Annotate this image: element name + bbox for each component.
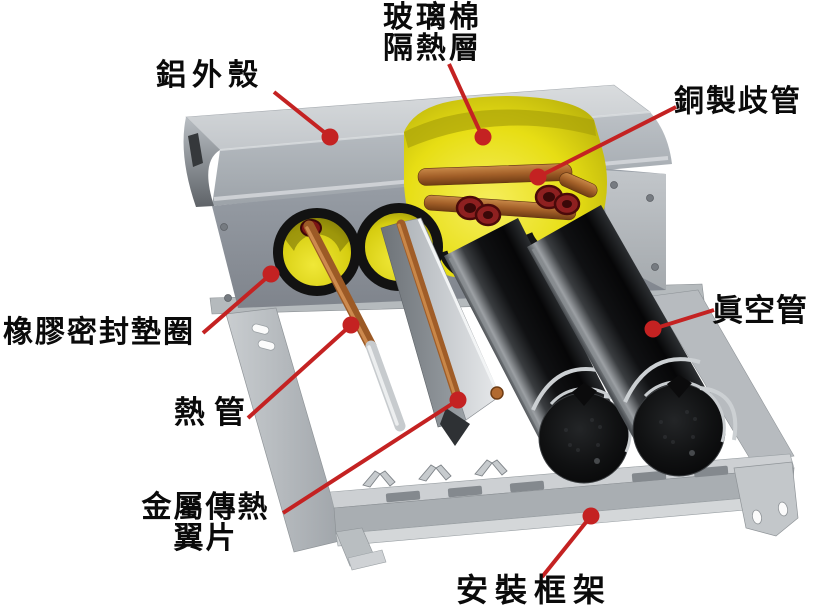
frame-left-rail-slots — [251, 323, 276, 351]
leader-line-aluminum-shell — [272, 90, 331, 138]
frame-bracket-hole — [751, 509, 763, 525]
tube2-clip-loop — [699, 386, 738, 441]
leader-line-vacuum-tube — [652, 308, 715, 331]
label-heat-pipe: 熱管 — [174, 395, 254, 431]
leader-line-metal-fin — [281, 398, 460, 515]
label-mounting-frame: 安裝框架 — [456, 571, 613, 609]
fin-pipe-end — [490, 386, 504, 400]
tube1-gloss — [448, 257, 552, 451]
leader-dot-metal-fin — [449, 391, 467, 409]
leader-line-copper-manifold — [537, 105, 677, 179]
leader-dot-copper-manifold — [529, 168, 547, 186]
label-glass-wool-line2: 隔熱層 — [383, 31, 482, 67]
tube1-cap-texture — [564, 418, 602, 452]
label-copper-manifold: 銅製歧管 — [674, 84, 802, 119]
frame-tube-supports — [362, 459, 508, 488]
heat-pipe-copper — [303, 220, 377, 352]
tube2-cap-nipple — [689, 450, 695, 456]
leader-line-mounting-frame — [540, 514, 593, 579]
label-glass-wool-line1: 玻璃棉 — [383, 0, 482, 35]
fin-copper-pipe — [396, 219, 463, 405]
leader-line-rubber-gasket — [201, 272, 273, 335]
label-metal-fin-line1: 金屬傳熱 — [141, 490, 270, 525]
leader-line-heat-pipe — [246, 323, 353, 420]
leader-dot-vacuum-tube — [644, 320, 662, 338]
heat-pipe-condenser-tip — [365, 340, 406, 432]
tube2-gloss — [531, 248, 647, 445]
housing-left-notch — [188, 133, 203, 167]
manifold-ports — [455, 184, 581, 227]
fin-copper-highlight — [397, 223, 458, 401]
frame-right-bracket — [733, 461, 799, 537]
vacuum-tube-2 — [527, 205, 738, 477]
frame-rail-cutouts — [385, 465, 729, 503]
tube1-end-cap — [538, 392, 630, 484]
tube2-cap-notch — [667, 375, 692, 398]
label-vacuum-tube: 眞空管 — [712, 293, 808, 329]
fin-tip-blade — [440, 408, 470, 446]
label-glass-wool-insulation: 玻璃棉 隔熱層 — [360, 0, 505, 67]
leader-dot-rubber-gasket — [262, 265, 280, 283]
heat-pipe-tip-highlight — [367, 345, 399, 426]
frame-left-foot-plate — [347, 549, 387, 571]
tube2-clip-wire — [623, 357, 701, 403]
label-metal-fin-line2: 翼片 — [173, 521, 238, 557]
tube2-cap-texture — [659, 410, 697, 444]
leader-line-glass-wool — [447, 63, 484, 137]
tube1-cap-nipple — [594, 458, 600, 464]
fin-bright-edge — [417, 218, 500, 395]
tube1-cap-notch — [572, 383, 597, 406]
leader-lines — [201, 63, 715, 579]
insulation-dome-rim — [404, 109, 596, 148]
label-rubber-gasket: 橡膠密封墊圈 — [3, 315, 195, 350]
label-aluminum-shell: 鋁外殼 — [156, 58, 264, 93]
leader-dot-glass-wool — [474, 128, 492, 146]
frame-bracket-hole — [777, 501, 789, 517]
manifold-elbow — [559, 172, 598, 198]
metal-fin-illustration — [380, 217, 504, 446]
leader-dot-mounting-frame — [582, 507, 600, 525]
label-metal-fin: 金屬傳熱 翼片 — [128, 490, 283, 557]
leader-dot-aluminum-shell — [321, 128, 339, 146]
leader-dot-heat-pipe — [342, 316, 360, 334]
